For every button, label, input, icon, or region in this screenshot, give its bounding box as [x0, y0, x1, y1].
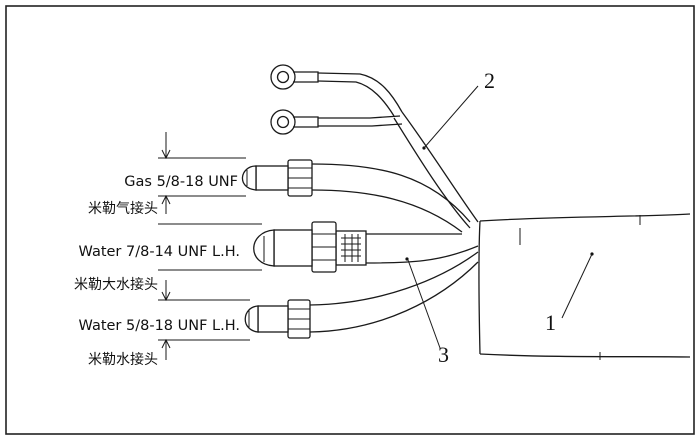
- label-gas-cn: 米勒气接头: [88, 200, 158, 217]
- water-small-connector: [244, 251, 479, 339]
- leader-1: [561, 253, 593, 319]
- water-large-connector: [253, 221, 479, 273]
- leader-2: [423, 85, 479, 149]
- label-water-small-en: Water 5/8-18 UNF L.H.: [79, 318, 240, 334]
- label-water-large-cn: 米勒大水接头: [74, 276, 158, 293]
- callout-1: 1: [545, 310, 556, 335]
- label-water-large-en: Water 7/8-14 UNF L.H.: [79, 244, 240, 260]
- label-gas-en: Gas 5/8-18 UNF: [124, 174, 238, 190]
- main-cable: [478, 213, 691, 360]
- control-leads: [270, 64, 479, 229]
- label-water-small-cn: 米勒水接头: [88, 351, 158, 368]
- leader-3: [407, 259, 441, 349]
- diagram-frame: [5, 5, 695, 435]
- dimension-lines: [158, 132, 262, 360]
- gas-connector: [241, 159, 471, 233]
- callout-3: 3: [438, 342, 449, 367]
- callout-2: 2: [484, 68, 495, 93]
